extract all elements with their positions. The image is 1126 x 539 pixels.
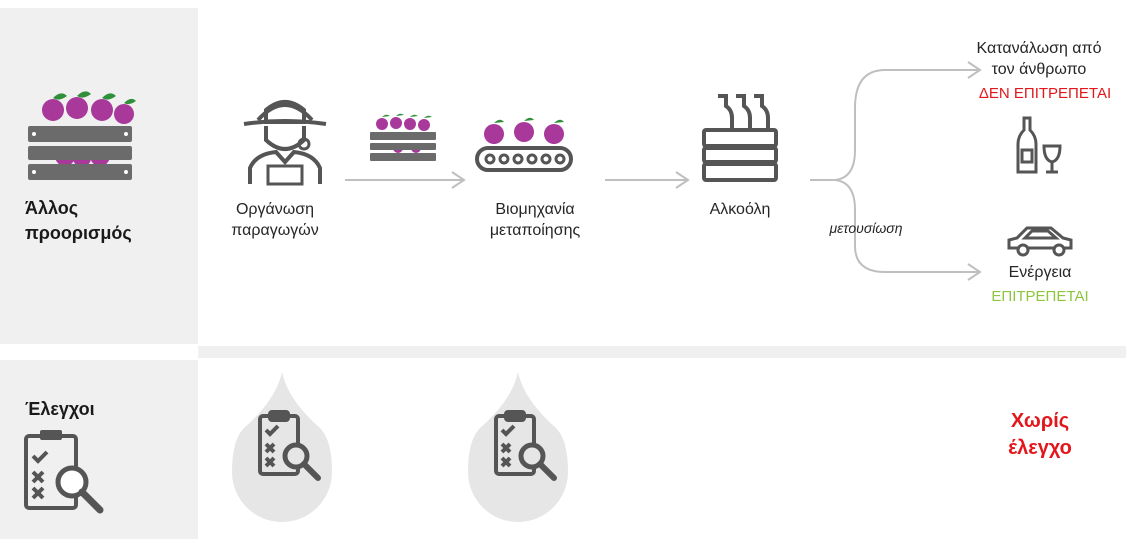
arrow-branch-to-consumption (834, 61, 982, 181)
car-icon (1007, 226, 1073, 257)
control-drop-processing (468, 372, 568, 522)
step-label-producers: Οργάνωση παραγωγών (231, 201, 319, 239)
row-title-controls: Έλεγχοι (25, 399, 95, 419)
farmer-icon (243, 100, 327, 186)
checklist-icon (24, 430, 104, 514)
step-label-processing: Βιομηχανία μεταποίησης (489, 201, 581, 239)
fruit-crate-icon (28, 91, 136, 180)
bottle-crate-icon (702, 94, 778, 182)
outcome-label-energy: Ενέργεια (1008, 264, 1072, 281)
step-label-alcohol: Αλκοόλη (709, 201, 771, 218)
outcome-status-allowed: ΕΠΙΤΡΕΠΕΤΑΙ (991, 288, 1089, 305)
small-fruit-crate-icon (370, 113, 436, 161)
outcome-label-consumption: Κατανάλωση από τον άνθρωπο (976, 40, 1102, 78)
outcome-status-not-allowed: ΔΕΝ ΕΠΙΤΡΕΠΕΤΑΙ (978, 85, 1112, 102)
arrow-farmer-to-industry (345, 171, 466, 189)
control-drop-producers (232, 372, 332, 522)
conveyor-fruit-icon (475, 117, 573, 172)
row-title-destination: Άλλος προορισμός (25, 198, 132, 243)
arrow-branch-to-energy (834, 179, 982, 281)
divider-band (198, 346, 1126, 358)
branch-label-denaturation: μετουσίωση (829, 220, 903, 236)
no-control-text: Χωρίς έλεγχο (1008, 410, 1072, 459)
arrow-industry-to-alcohol (605, 171, 690, 189)
wine-bottle-glass-icon (1016, 116, 1062, 174)
